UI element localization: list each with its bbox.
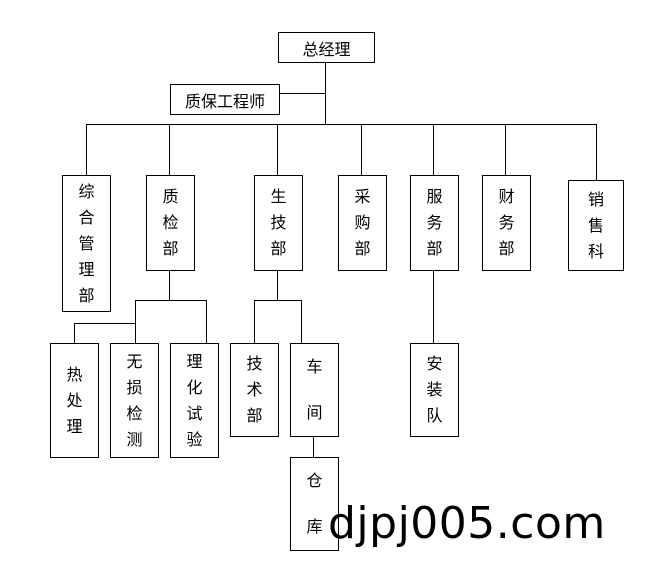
char: 采 — [354, 187, 371, 206]
service-dept-box: 服 务 部 — [410, 175, 459, 271]
connector-to-purchasing — [361, 124, 362, 175]
install-team-box: 安 装 队 — [410, 343, 459, 437]
watermark-text: djpj005.com — [328, 498, 606, 549]
connector-production-down — [277, 270, 278, 301]
quality-dept-box: 质 检 部 — [146, 175, 195, 271]
connector-workshop-to-warehouse — [313, 436, 314, 458]
char: 购 — [354, 213, 371, 232]
connector-to-physchem — [206, 300, 207, 344]
ndt-box: 无 损 检 测 — [110, 343, 159, 458]
char: 安 — [426, 354, 443, 373]
warehouse-box: 仓 库 — [290, 457, 339, 551]
char: 试 — [186, 403, 203, 423]
gm-label: 总经理 — [302, 39, 351, 59]
connector-dept-bus — [86, 124, 596, 125]
char: 质 — [162, 187, 179, 206]
char: 部 — [246, 406, 263, 425]
char: 队 — [426, 406, 443, 425]
char: 处 — [66, 390, 83, 410]
char: 理 — [186, 351, 203, 371]
char: 装 — [426, 380, 443, 399]
char: 财 — [498, 187, 515, 206]
char: 部 — [78, 285, 95, 305]
char: 检 — [162, 213, 179, 232]
char: 部 — [270, 239, 287, 258]
char: 销 — [587, 189, 604, 209]
connector-to-production — [277, 124, 278, 175]
char: 术 — [246, 380, 263, 399]
connector-qa-engineer — [280, 93, 326, 94]
connector-to-workshop — [301, 300, 302, 344]
char: 车 — [306, 357, 323, 376]
physchem-test-box: 理 化 试 验 — [170, 343, 219, 458]
char: 生 — [270, 187, 287, 206]
tech-dept-box: 技 术 部 — [230, 343, 279, 437]
char: 检 — [126, 403, 143, 423]
connector-to-general-mgmt — [86, 124, 87, 175]
connector-to-tech — [254, 300, 255, 344]
connector-quality-bus — [135, 300, 207, 301]
char: 化 — [186, 377, 203, 397]
char: 服 — [426, 187, 443, 206]
char: 售 — [587, 215, 604, 235]
connector-to-heat — [74, 323, 75, 344]
char: 间 — [306, 403, 323, 422]
connector-production-bus — [254, 300, 302, 301]
char: 库 — [306, 517, 323, 536]
connector-to-finance — [505, 124, 506, 175]
char: 部 — [354, 239, 371, 258]
gm-box: 总经理 — [278, 32, 375, 63]
production-dept-box: 生 技 部 — [254, 175, 303, 271]
sales-dept-box: 销 售 科 — [568, 180, 624, 271]
general-mgmt-dept-box: 综 合 管 理 部 — [62, 175, 111, 312]
qa-engineer-box: 质保工程师 — [170, 84, 280, 115]
char: 技 — [246, 354, 263, 373]
connector-to-quality — [169, 124, 170, 175]
char: 部 — [426, 239, 443, 258]
char: 热 — [66, 364, 83, 384]
workshop-box: 车 间 — [290, 343, 339, 437]
finance-dept-box: 财 务 部 — [482, 175, 531, 271]
char: 务 — [498, 213, 515, 232]
char: 部 — [498, 239, 515, 258]
char: 理 — [78, 259, 95, 279]
char: 科 — [587, 241, 604, 261]
char: 理 — [66, 416, 83, 436]
connector-service-to-install — [433, 270, 434, 344]
char: 部 — [162, 239, 179, 258]
connector-heat-branch-h — [74, 323, 136, 324]
connector-quality-down — [169, 270, 170, 301]
char: 无 — [126, 351, 143, 371]
purchasing-dept-box: 采 购 部 — [338, 175, 387, 271]
connector-to-service — [433, 124, 434, 175]
char: 测 — [126, 429, 143, 449]
connector-to-sales — [596, 124, 597, 180]
connector-heat-branch-v — [135, 300, 136, 324]
char: 仓 — [306, 471, 323, 490]
char: 验 — [186, 429, 203, 449]
heat-treatment-box: 热 处 理 — [50, 343, 99, 458]
char: 技 — [270, 213, 287, 232]
char: 综 — [78, 181, 95, 201]
char: 合 — [78, 207, 95, 227]
char: 务 — [426, 213, 443, 232]
qa-engineer-label: 质保工程师 — [184, 91, 265, 111]
char: 损 — [126, 377, 143, 397]
char: 管 — [78, 233, 95, 253]
